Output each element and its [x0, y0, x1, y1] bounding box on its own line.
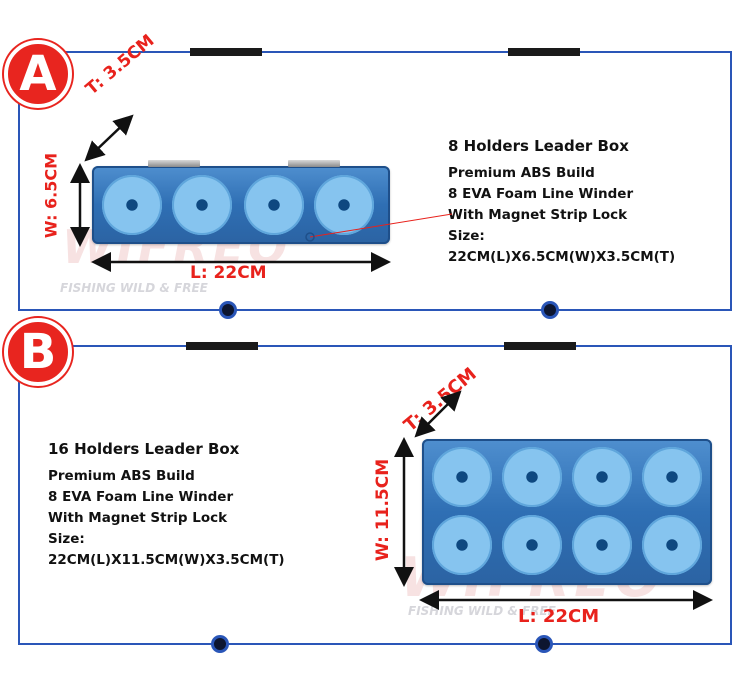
- callout-point-a: [305, 232, 315, 242]
- foam-spool: [172, 175, 232, 235]
- callout-line-a: [309, 213, 453, 238]
- foam-spool: [572, 447, 632, 507]
- foam-spool: [642, 515, 702, 575]
- product-title-a: 8 Holders Leader Box: [448, 137, 629, 155]
- feature-line: 22CM(L)X11.5CM(W)X3.5CM(T): [48, 552, 285, 568]
- leader-box-16-image: [422, 439, 712, 585]
- panel-a-connector-dot: [541, 301, 559, 319]
- foam-spool: [244, 175, 304, 235]
- thickness-arrow-a: [84, 114, 134, 162]
- foam-spool: [642, 447, 702, 507]
- feature-line: 8 EVA Foam Line Winder: [448, 186, 634, 202]
- box-hinge: [148, 160, 200, 167]
- foam-spool: [432, 447, 492, 507]
- foam-spool: [314, 175, 374, 235]
- dimension-length-b: L: 22CM: [518, 606, 600, 627]
- panel-b-connector-dot: [535, 635, 553, 653]
- panel-b-tab-right: [504, 342, 576, 350]
- foam-spool: [502, 515, 562, 575]
- feature-line: Premium ABS Build: [448, 165, 595, 181]
- thickness-arrow-b: [414, 390, 462, 438]
- badge-a: A: [4, 40, 72, 108]
- feature-line: 8 EVA Foam Line Winder: [48, 489, 234, 505]
- panel-b-tab-left: [186, 342, 258, 350]
- panel-a-connector-dot: [219, 301, 237, 319]
- feature-line: 22CM(L)X6.5CM(W)X3.5CM(T): [448, 249, 676, 265]
- panel-a-tab-left: [190, 48, 262, 56]
- feature-line: Premium ABS Build: [48, 468, 195, 484]
- panel-b-description: 16 Holders Leader Box Premium ABS Build …: [48, 440, 285, 571]
- panel-a-description: 8 Holders Leader Box Premium ABS Build 8…: [448, 137, 675, 268]
- feature-line: With Magnet Strip Lock: [448, 207, 628, 223]
- foam-spool: [572, 515, 632, 575]
- product-title-b: 16 Holders Leader Box: [48, 440, 240, 458]
- feature-line: Size:: [48, 531, 85, 547]
- foam-spool: [502, 447, 562, 507]
- feature-line: With Magnet Strip Lock: [48, 510, 228, 526]
- foam-spool: [432, 515, 492, 575]
- foam-spool: [102, 175, 162, 235]
- panel-a-tab-right: [508, 48, 580, 56]
- box-hinge: [288, 160, 340, 167]
- panel-b-connector-dot: [211, 635, 229, 653]
- brand-tagline: FISHING WILD & FREE: [60, 281, 208, 295]
- leader-box-8-image: [92, 160, 390, 244]
- feature-line: Size:: [448, 228, 485, 244]
- badge-b: B: [4, 318, 72, 386]
